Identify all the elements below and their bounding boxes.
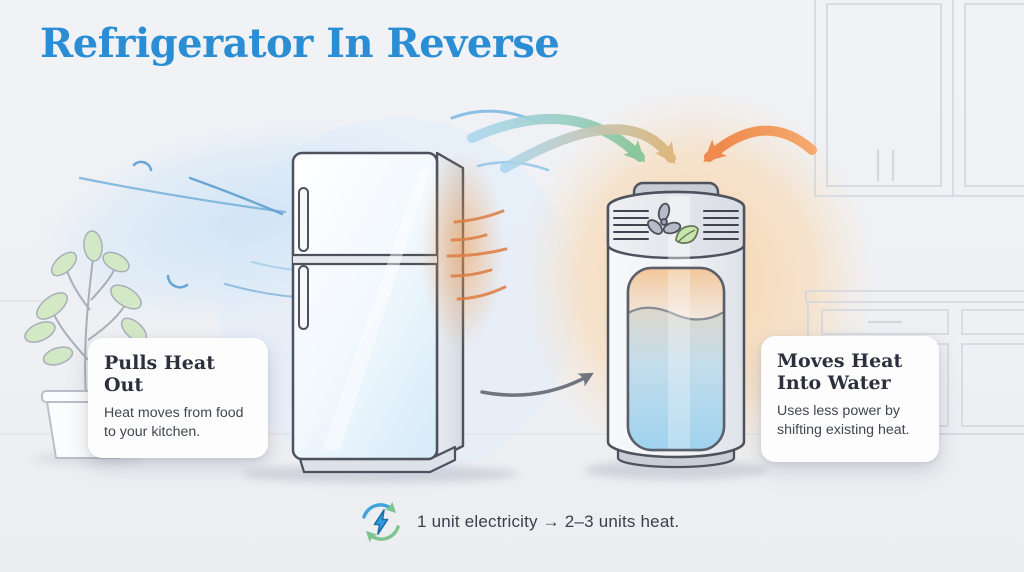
callout-heading: Moves Heat Into Water <box>777 350 903 394</box>
callout-moves-heat-into-water: Moves Heat Into Water Uses less power by… <box>761 336 939 462</box>
callout-body: Heat moves from food to your kitchen. <box>104 404 244 440</box>
efficiency-caption: 1 unit electricity → 2–3 units heat. <box>358 498 679 546</box>
transfer-arrow <box>480 372 594 397</box>
freezer-handle <box>298 187 309 252</box>
lightning-bolt-icon <box>373 509 389 535</box>
heat-waves <box>420 150 508 350</box>
leaf-icon <box>675 225 699 244</box>
arrow-green <box>467 113 646 163</box>
arrow-orange <box>703 125 817 163</box>
callout-heading: Pulls Heat Out <box>104 352 215 396</box>
fan-leaf-icon <box>647 202 699 244</box>
vent-slats <box>613 210 739 240</box>
heat-flow-arrows <box>467 113 817 173</box>
water-heater-illustration <box>584 181 768 480</box>
caption-text: 1 unit electricity → 2–3 units heat. <box>417 512 680 531</box>
arrow-tan <box>500 124 676 173</box>
callout-body: Uses less power by shifting existing hea… <box>777 402 910 438</box>
callout-pulls-heat-out: Pulls Heat Out Heat moves from food to y… <box>88 338 268 458</box>
fridge-handle <box>298 265 309 330</box>
energy-cycle-icon <box>362 501 400 543</box>
water-fill <box>628 307 724 450</box>
page-title: Refrigerator In Reverse <box>40 20 560 67</box>
